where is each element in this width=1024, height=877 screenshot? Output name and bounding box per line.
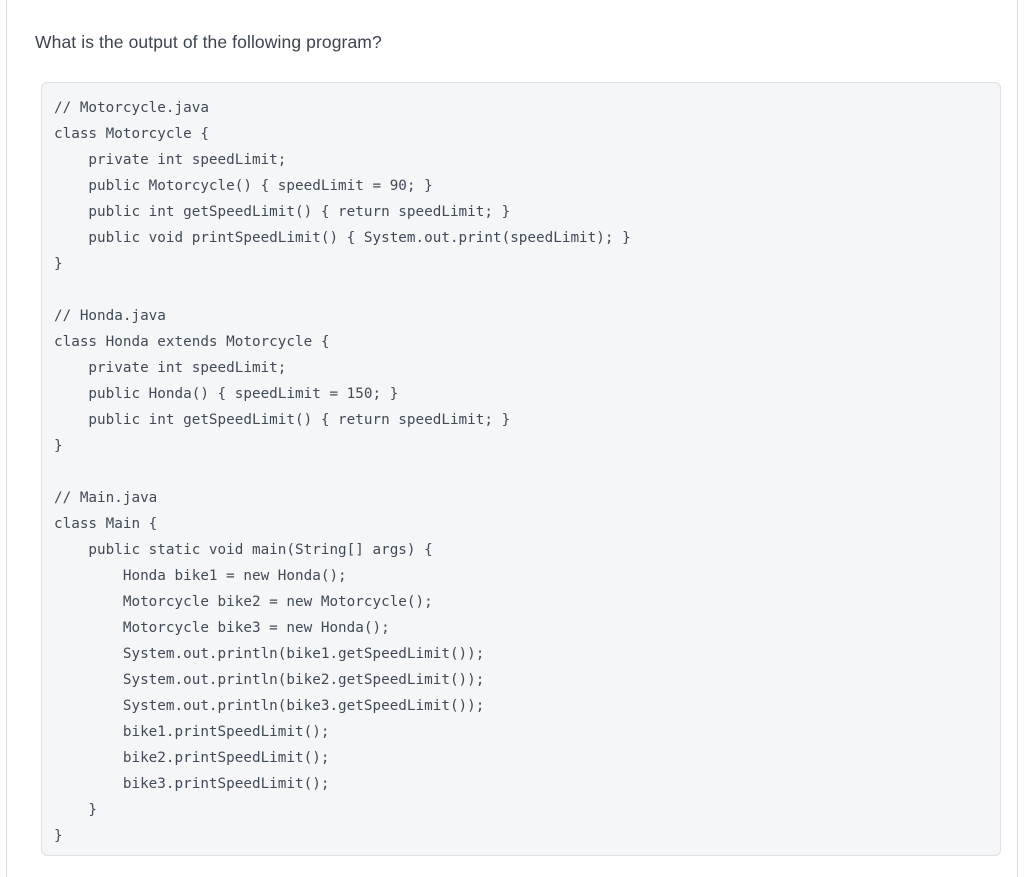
code-line: Motorcycle bike3 = new Honda();: [54, 620, 390, 636]
code-line: [54, 277, 1000, 303]
code-line: }: [54, 802, 98, 818]
code-block: // Motorcycle.java class Motorcycle { pri…: [41, 82, 1001, 856]
code-line: System.out.println(bike2.getSpeedLimit()…: [54, 672, 485, 688]
code-line: class Honda extends Motorcycle {: [54, 334, 330, 350]
code-line: System.out.println(bike1.getSpeedLimit()…: [54, 646, 485, 662]
code-line: // Main.java: [54, 490, 158, 506]
code-line: Motorcycle bike2 = new Motorcycle();: [54, 594, 433, 610]
code-line: private int speedLimit;: [54, 360, 287, 376]
code-line: private int speedLimit;: [54, 152, 287, 168]
code-line: }: [54, 256, 63, 272]
code-line: bike1.printSpeedLimit();: [54, 724, 330, 740]
code-line: public Motorcycle() { speedLimit = 90; }: [54, 178, 433, 194]
code-line: bike2.printSpeedLimit();: [54, 750, 330, 766]
code-line: public int getSpeedLimit() { return spee…: [54, 204, 511, 220]
code-line: }: [54, 438, 63, 454]
question-prompt: What is the output of the following prog…: [35, 32, 382, 52]
code-line: Honda bike1 = new Honda();: [54, 568, 347, 584]
code-line: [54, 459, 1000, 485]
code-line: bike3.printSpeedLimit();: [54, 776, 330, 792]
code-line: // Motorcycle.java: [54, 100, 209, 116]
code-line: public void printSpeedLimit() { System.o…: [54, 230, 631, 246]
content-column: What is the output of the following prog…: [6, 0, 1018, 877]
code-line: class Motorcycle {: [54, 126, 209, 142]
code-listing: // Motorcycle.java class Motorcycle { pri…: [42, 83, 1000, 855]
code-line: // Honda.java: [54, 308, 166, 324]
code-line: System.out.println(bike3.getSpeedLimit()…: [54, 698, 485, 714]
code-line: }: [54, 828, 63, 844]
code-line: public static void main(String[] args) {: [54, 542, 433, 558]
code-line: public Honda() { speedLimit = 150; }: [54, 386, 399, 402]
question-block: What is the output of the following prog…: [35, 30, 995, 54]
code-line: class Main {: [54, 516, 158, 532]
code-line: public int getSpeedLimit() { return spee…: [54, 412, 511, 428]
